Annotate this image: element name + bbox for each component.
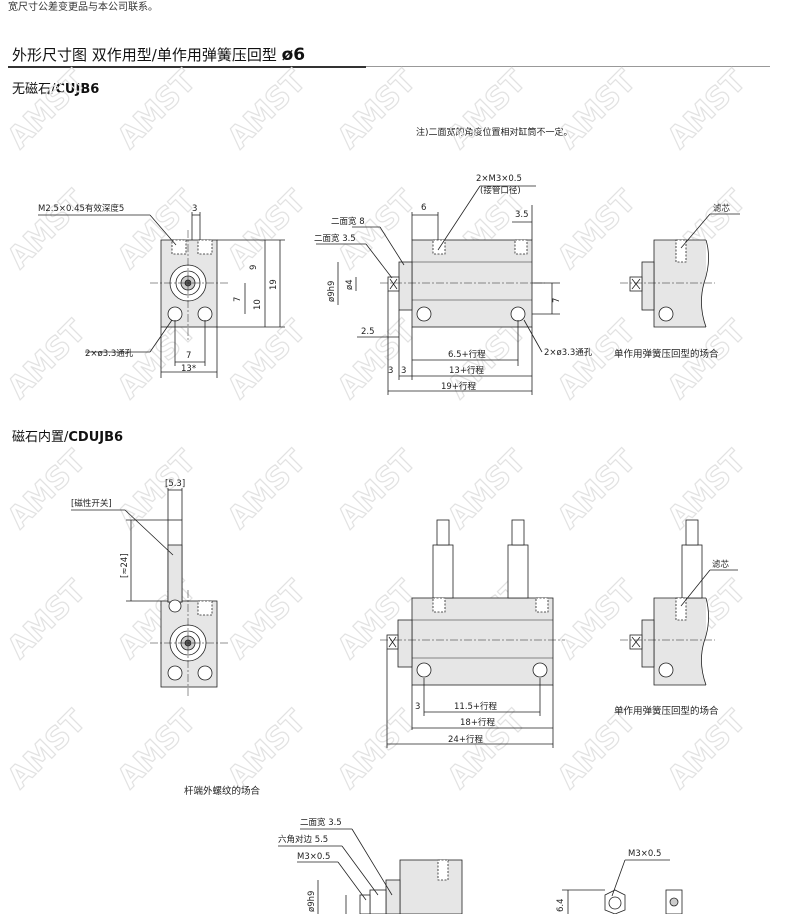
watermark-text: AMST bbox=[1, 183, 93, 275]
dim-label: 9 bbox=[249, 265, 259, 270]
watermark-text: AMST bbox=[331, 313, 423, 405]
male-thread-caption: 杆端外螺纹的场合 bbox=[184, 785, 261, 797]
thread-hole bbox=[197, 239, 213, 255]
section-title: 外形尺寸图 双作用型/单作用弹簧压回型 ø6 bbox=[12, 44, 305, 65]
dim-label: ø9h9 bbox=[327, 281, 337, 302]
watermark-text: AMST bbox=[661, 63, 753, 155]
watermark-text: AMST bbox=[1, 573, 93, 665]
watermark-text: AMST bbox=[1, 63, 93, 155]
dim-label: ø4 bbox=[345, 279, 355, 290]
dim-label: 13* bbox=[181, 364, 196, 374]
cujb6-holes-label: 2×ø3.3通孔 bbox=[85, 348, 134, 359]
section-bore: ø6 bbox=[281, 45, 306, 65]
cujb6-side-view bbox=[316, 185, 560, 395]
male-wrench-label: 二面宽 3.5 bbox=[300, 817, 342, 828]
section-rule-thin bbox=[366, 66, 770, 67]
watermark-text: AMST bbox=[221, 703, 313, 795]
dim-label: 7 bbox=[233, 297, 243, 302]
cdujb6-side-view bbox=[380, 519, 565, 748]
dim-label: [5.3] bbox=[165, 479, 185, 489]
watermark-text: AMST bbox=[1, 703, 93, 795]
cujb6-filter-label: 滤芯 bbox=[713, 203, 731, 214]
dim-label: 7 bbox=[186, 351, 191, 361]
watermark-text: AMST bbox=[551, 443, 643, 535]
cdujb6-title-prefix: 磁石内置/ bbox=[12, 430, 69, 445]
dim-label: 18+行程 bbox=[460, 717, 495, 728]
watermark-text: AMST bbox=[1, 443, 93, 535]
mount-hole bbox=[167, 306, 183, 322]
dim-label: 19 bbox=[269, 279, 279, 290]
watermark-text: AMST bbox=[111, 63, 203, 155]
cujb6-single-view bbox=[620, 213, 740, 328]
cdujb6-title: 磁石内置/CDUJB6 bbox=[12, 426, 123, 445]
dim-label: 3 bbox=[388, 366, 393, 376]
cujb6-wrench8-label: 二面宽 8 bbox=[331, 216, 365, 227]
male-thread-view bbox=[278, 828, 683, 914]
dim-label: 3 bbox=[401, 366, 406, 376]
dim-label: 3 bbox=[415, 702, 420, 712]
dim-label: 6 bbox=[421, 203, 426, 213]
top-note: 宽尺寸公差变更品与本公司联系。 bbox=[8, 2, 158, 13]
cujb6-single-caption: 单作用弹簧压回型的场合 bbox=[614, 348, 719, 360]
cdujb6-single-caption: 单作用弹簧压回型的场合 bbox=[614, 705, 719, 717]
male-thread-label: M3×0.5 bbox=[297, 852, 330, 862]
dim-label: 3.5 bbox=[515, 210, 529, 220]
watermark-text: AMST bbox=[111, 703, 203, 795]
watermark-text: AMST bbox=[111, 443, 203, 535]
watermark-text: AMST bbox=[331, 703, 423, 795]
cujb6-title: 无磁石/CUJB6 bbox=[12, 78, 99, 97]
section-title-text: 外形尺寸图 双作用型/单作用弹簧压回型 bbox=[12, 46, 282, 64]
watermark-text: AMST bbox=[551, 573, 643, 665]
dim-label: 7 bbox=[552, 298, 562, 303]
dim-label: 2.5 bbox=[361, 327, 375, 337]
dim-label: 19+行程 bbox=[441, 381, 476, 392]
cdujb6-front-view bbox=[71, 488, 230, 698]
watermark-text: AMST bbox=[551, 63, 643, 155]
dim-label: 11.5+行程 bbox=[454, 701, 498, 712]
watermark-text: AMST bbox=[331, 443, 423, 535]
watermark: AMST AMST AMST AMST AMST AMST AMST AMST … bbox=[0, 63, 754, 797]
cujb6-thread-label: M2.5×0.45有效深度5 bbox=[38, 203, 124, 214]
watermark-text: AMST bbox=[441, 63, 533, 155]
cujb6-title-prefix: 无磁石/ bbox=[12, 82, 56, 97]
cdujb6-filter-label: 滤芯 bbox=[712, 559, 730, 570]
cujb6-port-note: (接管口径) bbox=[480, 185, 521, 196]
cujb6-port-label: 2×M3×0.5 bbox=[476, 174, 522, 184]
watermark-text: AMST bbox=[551, 703, 643, 795]
cujb6-model: CUJB6 bbox=[55, 82, 100, 97]
cujb6-side-holes-label: 2×ø3.3通孔 bbox=[544, 347, 593, 358]
dim-label: 3 bbox=[192, 204, 197, 214]
dim-label: [≈24] bbox=[120, 553, 130, 578]
male-hex-label: 六角对边 5.5 bbox=[278, 834, 328, 845]
mount-hole bbox=[197, 306, 213, 322]
watermark-text: AMST bbox=[551, 183, 643, 275]
thread-hole bbox=[171, 239, 187, 255]
cujb6-note: 注)二面宽的角度位置相对缸筒不一定。 bbox=[416, 128, 573, 138]
watermark-text: AMST bbox=[1, 313, 93, 405]
watermark-text: AMST bbox=[221, 183, 313, 275]
cdujb6-switch-label: [磁性开关] bbox=[71, 498, 112, 509]
watermark-text: AMST bbox=[221, 443, 313, 535]
dim-label: 6.4 bbox=[556, 898, 566, 912]
cujb6-front-view bbox=[38, 212, 285, 378]
watermark-text: AMST bbox=[661, 703, 753, 795]
rod-cover bbox=[398, 261, 413, 311]
watermark-text: AMST bbox=[221, 63, 313, 155]
watermark-text: AMST bbox=[331, 63, 423, 155]
watermark-text: AMST bbox=[221, 573, 313, 665]
dim-label: ø9h9 bbox=[307, 891, 317, 912]
section-rule bbox=[8, 66, 366, 68]
dim-label: 10 bbox=[253, 299, 263, 310]
dim-label: 6.5+行程 bbox=[448, 349, 486, 360]
watermark-text: AMST bbox=[661, 443, 753, 535]
dim-label: 24+行程 bbox=[448, 734, 483, 745]
cdujb6-single-view bbox=[620, 519, 738, 686]
cujb6-wrench35-label: 二面宽 3.5 bbox=[314, 233, 356, 244]
cdujb6-model: CDUJB6 bbox=[68, 430, 124, 445]
dim-label: 13+行程 bbox=[449, 365, 484, 376]
nut-thread-label: M3×0.5 bbox=[628, 849, 661, 859]
